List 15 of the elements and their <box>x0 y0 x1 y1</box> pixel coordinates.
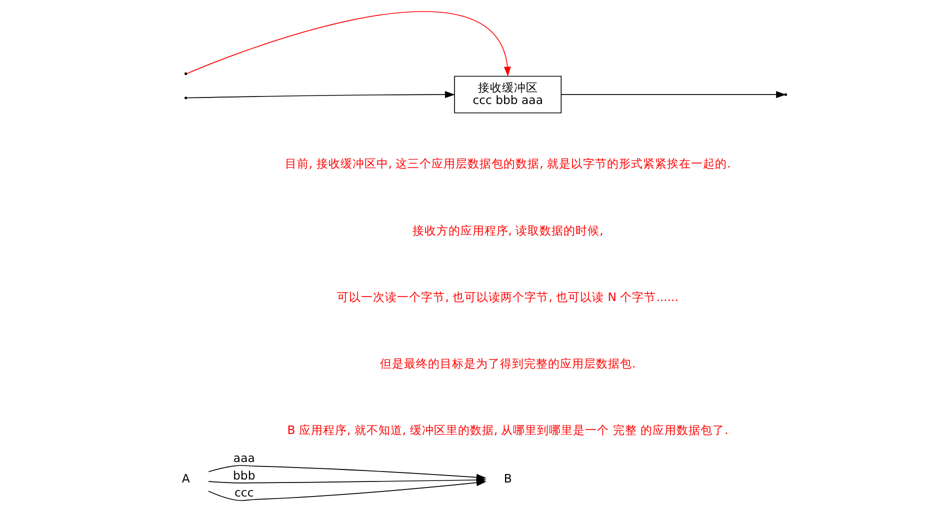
edge-label: aaa <box>232 451 254 466</box>
label: 接收方的应用程序, 读取数据的时候, <box>412 223 603 238</box>
label: 可以一次读一个字节, 也可以读两个字节, 也可以读 N 个字节...... <box>336 290 678 304</box>
arrow <box>186 11 510 77</box>
edge-label: ccc <box>234 485 254 500</box>
node-box: 接收缓冲区 ccc bbb aaa <box>454 76 562 114</box>
node-text: A <box>181 472 190 486</box>
label: 目前, 接收缓冲区中, 这三个应用层数据包的数据, 就是以字节的形式紧紧挨在一起的. <box>284 156 730 171</box>
arrow <box>186 91 454 98</box>
label: 但是最终的目标是为了得到完整的应用层数据包. <box>379 356 636 371</box>
label: B 应用程序, 就不知道, 缓冲区里的数据, 从哪里到哪里是一个 完整 的应用数据包了. <box>286 423 728 438</box>
edge-label: bbb <box>232 468 255 483</box>
arrow <box>560 91 786 98</box>
node-text: B <box>503 472 512 486</box>
arrow <box>208 479 486 501</box>
